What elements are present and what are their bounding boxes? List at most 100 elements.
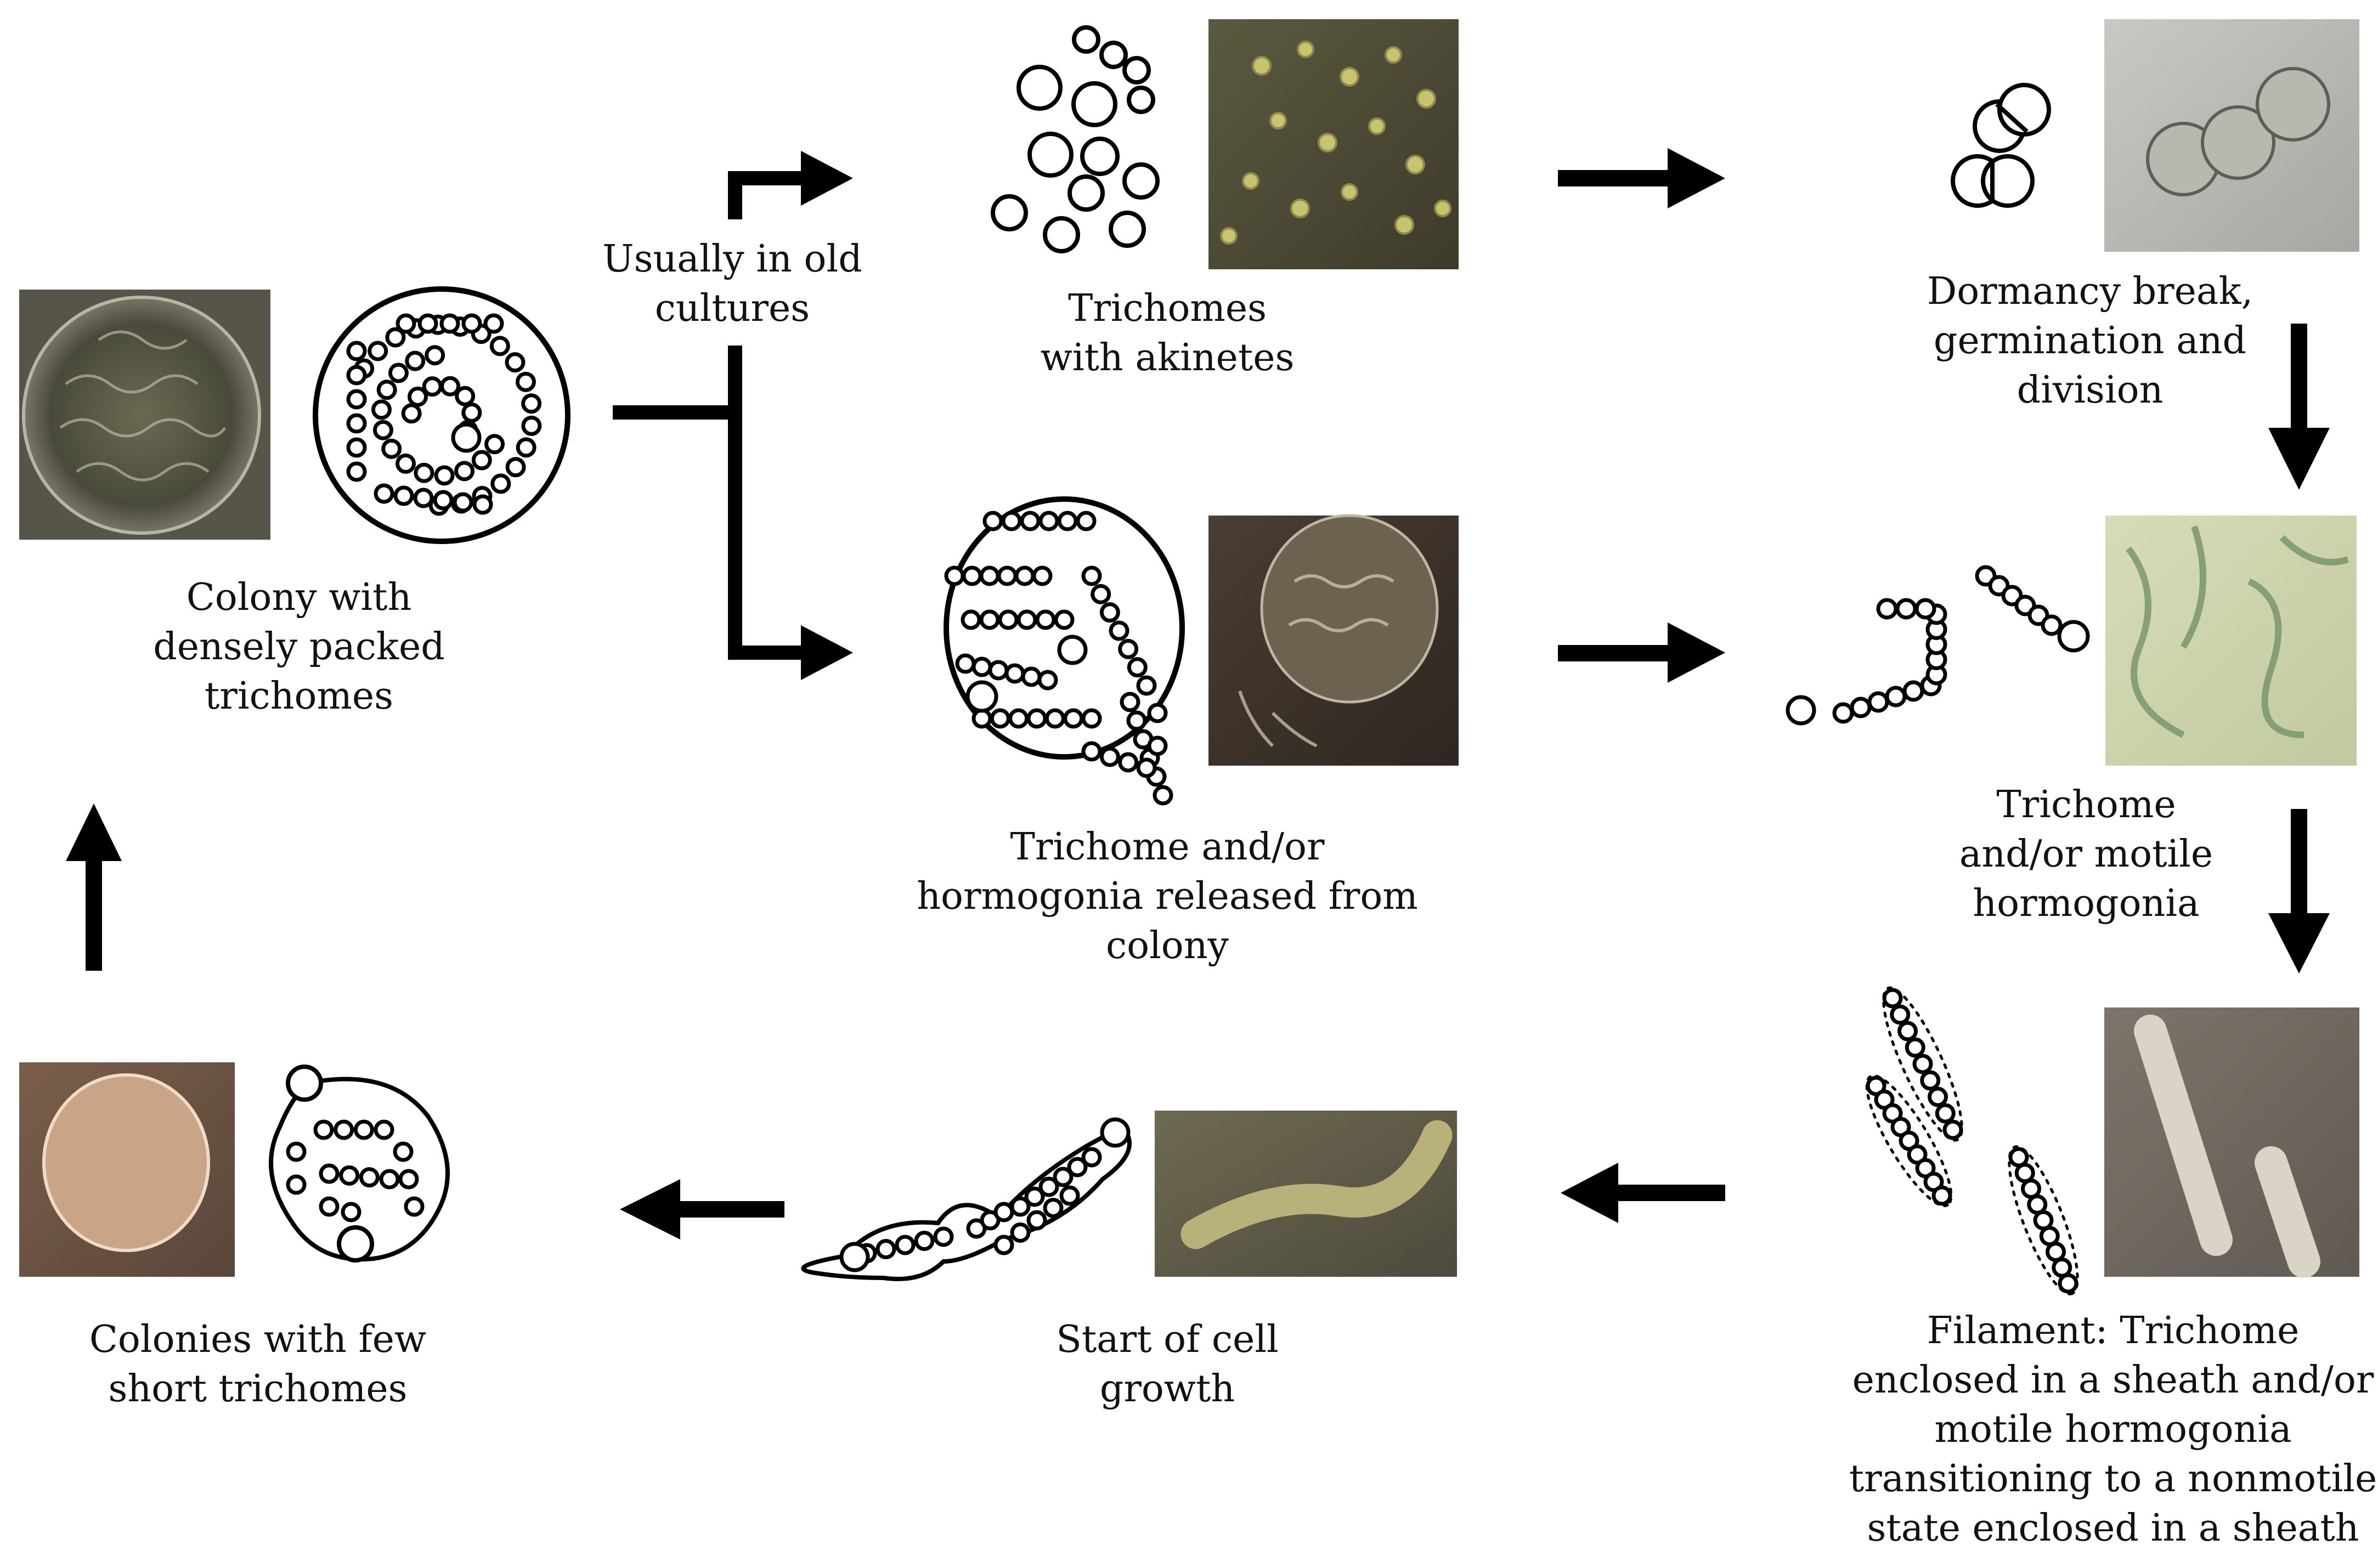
cell-circle — [319, 1163, 340, 1184]
cell-circle — [339, 1165, 360, 1186]
cell-circle — [346, 341, 367, 361]
cell-circle — [1010, 1196, 1031, 1217]
arrow-akinetes-to-dormancy — [1558, 148, 1725, 208]
cell-circle — [1057, 511, 1078, 531]
cell-circle — [414, 462, 434, 483]
cell-circle — [933, 1226, 954, 1247]
cell-circle — [334, 1119, 354, 1140]
cell-circle — [895, 1235, 916, 1255]
few-trichomes-drawing — [269, 1065, 450, 1263]
caption-line: Usually in old — [602, 237, 862, 281]
cell-circle — [374, 1119, 394, 1140]
cell-circle — [1118, 638, 1139, 659]
cell-circle — [393, 1141, 414, 1162]
cell-circle — [376, 380, 397, 400]
cell-circle — [451, 422, 482, 453]
photo-few-trichomes — [19, 1062, 235, 1277]
caption-line: trichomes — [204, 675, 394, 718]
cell-circle — [1001, 511, 1022, 531]
cell-circle — [1890, 1004, 1911, 1025]
cell-circle — [404, 1196, 425, 1217]
caption-line: hormogonia — [1973, 882, 2200, 925]
cell-circle — [1021, 666, 1042, 687]
cell-circle — [1038, 1176, 1059, 1197]
caption-line: Colonies with few — [89, 1318, 427, 1361]
motile-drawing — [1786, 565, 2090, 726]
cell-circle — [1035, 609, 1056, 630]
cell-circle — [1136, 675, 1157, 696]
cell-circle — [1109, 620, 1129, 641]
dormancy-drawing — [1951, 83, 2051, 208]
cell-circle — [483, 313, 504, 334]
cell-circle — [1147, 703, 1168, 723]
cell-circle — [368, 341, 388, 361]
cell-circle — [1032, 565, 1053, 586]
cell-circle — [516, 437, 536, 458]
photo-released — [1208, 514, 1459, 766]
cell-circle — [346, 437, 367, 458]
caption-line: motile hormogonia — [1934, 1408, 2292, 1451]
caption-line: Colony with — [186, 576, 412, 619]
cell-circle — [374, 483, 394, 504]
cell-circle — [353, 1119, 374, 1140]
cell-circle — [1850, 697, 1872, 718]
sheath-outline — [1882, 986, 1963, 1142]
cell-circle — [1895, 598, 1917, 620]
cell-circle — [521, 393, 542, 414]
photo-filament — [2104, 1007, 2359, 1278]
cell-circle — [1120, 692, 1140, 712]
arrow-filament-to-growth — [1561, 1163, 1725, 1223]
cell-circle — [1063, 708, 1084, 729]
cell-circle — [422, 376, 443, 397]
cell-circle — [1081, 708, 1102, 729]
colony-dense-drawing — [313, 286, 571, 544]
cell-circle — [440, 376, 461, 397]
arrow-motile-down — [2268, 809, 2330, 973]
photo-growth — [1155, 1111, 1457, 1277]
arrow-few-up — [66, 803, 122, 971]
cell-circle — [1914, 598, 1936, 620]
cell-circle — [1081, 741, 1102, 762]
cell-circle — [286, 1174, 307, 1195]
cell-circle — [1081, 565, 1102, 586]
cell-circle — [1026, 1210, 1047, 1231]
arrow-growth-to-few — [620, 1179, 784, 1239]
cell-circle — [979, 609, 1000, 630]
cell-circle — [1832, 702, 1854, 724]
sheath-outline — [2008, 1145, 2079, 1295]
caption-line: densely packed — [153, 625, 445, 669]
cell-circle — [1037, 670, 1058, 690]
caption-released: Trichome and/or hormogonia released from… — [917, 823, 1417, 971]
arrow-released-to-motile — [1558, 622, 1725, 683]
cell-circle — [489, 336, 510, 356]
cell-circle — [484, 434, 505, 455]
cell-circle — [1136, 757, 1157, 778]
cell-circle — [425, 345, 445, 366]
cell-circle — [1081, 1147, 1102, 1168]
cell-circle — [1026, 708, 1047, 729]
cell-circle — [371, 399, 392, 420]
filament-drawing — [1865, 986, 2079, 1295]
cell-circle — [346, 389, 367, 410]
cell-circle — [1067, 1157, 1088, 1178]
cell-circle — [1008, 708, 1029, 729]
photo-colony-dense — [19, 290, 270, 540]
cell-circle — [971, 656, 992, 677]
cell-circle — [346, 365, 367, 386]
cell-circle — [1099, 746, 1120, 767]
cell-circle — [490, 473, 511, 494]
cell-circle — [381, 438, 402, 459]
cell-circle — [944, 565, 965, 586]
caption-line: growth — [1099, 1367, 1235, 1411]
cell-circle — [346, 461, 367, 482]
cell-circle — [433, 490, 454, 511]
cell-circle — [839, 1242, 870, 1272]
cell-circle — [1902, 680, 1924, 702]
caption-line: germination and — [1933, 319, 2247, 363]
cell-circle — [1091, 584, 1111, 604]
cell-circle — [359, 1167, 380, 1188]
cell-circle — [1882, 988, 1903, 1009]
cell-circle — [997, 565, 1018, 586]
caption-motile: Trichome and/or motile hormogonia — [1959, 780, 2213, 929]
